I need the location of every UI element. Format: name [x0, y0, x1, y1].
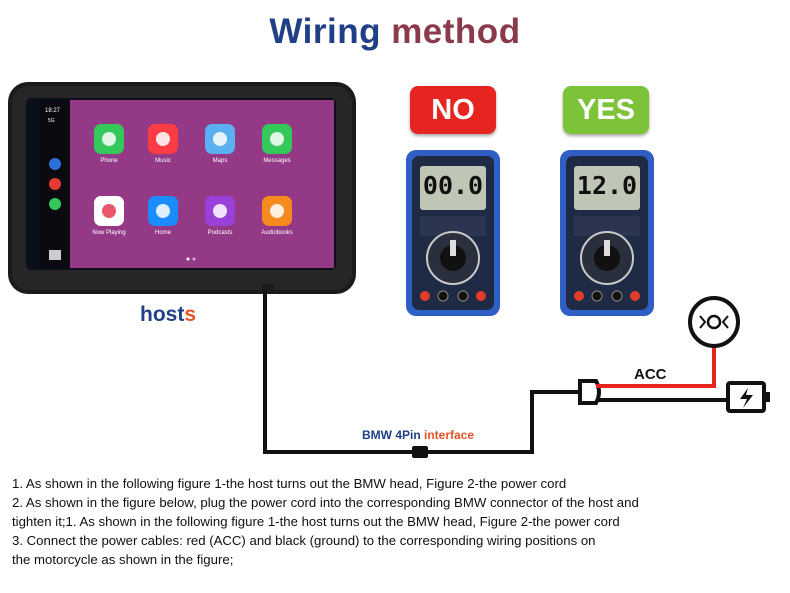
instruction-line: 3. Connect the power cables: red (ACC) a… [12, 533, 596, 548]
app-label: Home [154, 230, 171, 236]
title-part1: Wiring [269, 12, 392, 51]
phone-icon-glyph [102, 132, 116, 146]
page-title: Wiring method [0, 12, 790, 52]
audiobooks-icon-glyph [270, 204, 284, 218]
hosts-label-part2: s [184, 303, 197, 326]
instruction-line: the motorcycle as shown in the figure; [12, 552, 234, 567]
app-label: Audiobooks [261, 230, 293, 236]
app-grid [94, 124, 292, 226]
app-label: Podcasts [207, 230, 233, 236]
podcasts-icon-glyph [213, 204, 227, 218]
music-icon-glyph [156, 132, 170, 146]
no-badge: NO [410, 86, 496, 134]
host-device [8, 82, 356, 294]
messages-icon-glyph [270, 132, 284, 146]
ignition-switch-icon [688, 296, 740, 348]
bmw-label-part2: interface [424, 428, 475, 442]
host-cable [263, 290, 580, 458]
app-label: Music [155, 158, 171, 164]
instruction-line: 2. As shown in the figure below, plug th… [12, 495, 639, 510]
yes-badge: YES [563, 86, 649, 134]
app-label: Messages [263, 158, 291, 164]
app-label: Phone [100, 158, 118, 164]
app-label: Now Playing [92, 230, 126, 236]
multimeter-yes [560, 150, 654, 316]
bmw-label-part1: BMW 4Pin [362, 428, 424, 442]
sidebar-music-icon [49, 178, 61, 190]
battery-icon [726, 381, 770, 413]
instructions: 1. As shown in the following figure 1-th… [12, 474, 787, 569]
power-plug [578, 379, 601, 405]
hosts-label: hosts [140, 303, 196, 327]
instruction-line: tighten it;1. As shown in the following … [12, 514, 620, 529]
title-part2: method [391, 12, 521, 51]
instruction-line: 1. As shown in the following figure 1-th… [12, 476, 567, 491]
multimeter-no-reading: 00.0 [422, 171, 484, 200]
hosts-label-part1: host [140, 303, 185, 326]
sidebar-maps-icon [49, 158, 61, 170]
status-time: 18:27 [45, 108, 61, 114]
sidebar-messages-icon [49, 198, 61, 210]
bmw-connector [412, 446, 428, 458]
bmw-interface-label: BMW 4Pin interface [362, 428, 474, 442]
sidebar-grid-icon [49, 250, 61, 260]
multimeter-no [406, 150, 500, 316]
status-network: 5G [48, 118, 55, 124]
maps-icon-glyph [213, 132, 227, 146]
acc-wire [596, 343, 716, 388]
app-label: Maps [212, 158, 228, 164]
now-playing-icon-glyph [102, 204, 116, 218]
acc-label: ACC [634, 366, 667, 383]
multimeter-yes-reading: 12.0 [576, 171, 638, 200]
home-icon-glyph [156, 204, 170, 218]
